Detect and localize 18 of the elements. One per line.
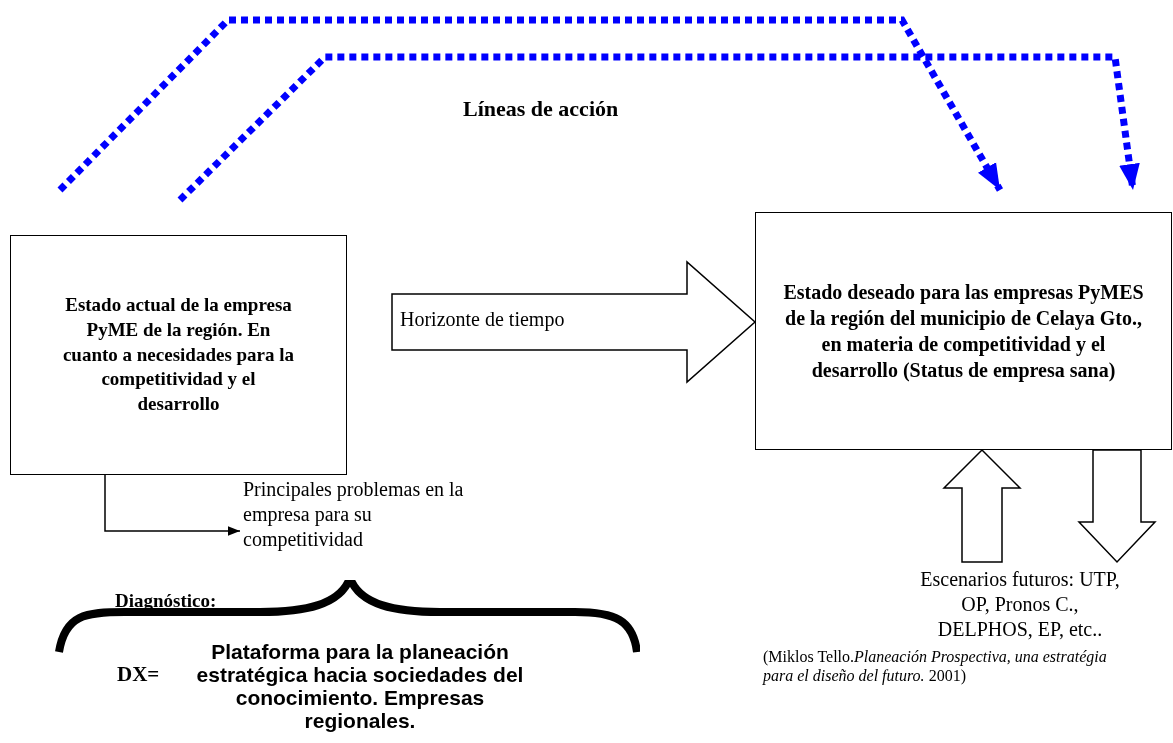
dotted-arrow xyxy=(177,53,1140,203)
section-title: Líneas de acción xyxy=(463,96,620,123)
heading-text: Diagnóstico: xyxy=(115,590,217,612)
block-arrow xyxy=(1077,449,1157,564)
dotted-arrow xyxy=(57,16,1004,193)
note-text: Escenarios futuros: UTP, OP, Pronos C., DELPHOS, EP, etc.. xyxy=(919,566,1121,642)
state-box xyxy=(755,212,1172,450)
diagnosis-text: Plataforma para la planeación estratégica hacia sociedades del conocimiento. Empresas regionales. xyxy=(195,640,525,733)
box-text: Estado actual de la empresa PyME de la región. En cuanto a necesidades para la competitividad y el desarrollo xyxy=(61,293,296,417)
arrow xyxy=(104,474,241,536)
note-text: Principales problemas en la empresa para su competitividad xyxy=(243,476,465,552)
edge-label: Horizonte de tiempo xyxy=(400,308,565,331)
box-text: Estado deseado para las empresas PyMES de la región del municipio de Celaya Gto., en materia de competitividad y el desarrollo (Status de empresa sana) xyxy=(782,280,1145,383)
state-box xyxy=(10,235,347,475)
block-arrow xyxy=(391,260,757,384)
citation-text: (Miklos Tello.Planeación Prospectiva, una estratégia para el diseño del futuro. 2001) xyxy=(763,647,1108,686)
block-arrow xyxy=(942,448,1022,563)
formula-text: DX= xyxy=(117,662,160,687)
